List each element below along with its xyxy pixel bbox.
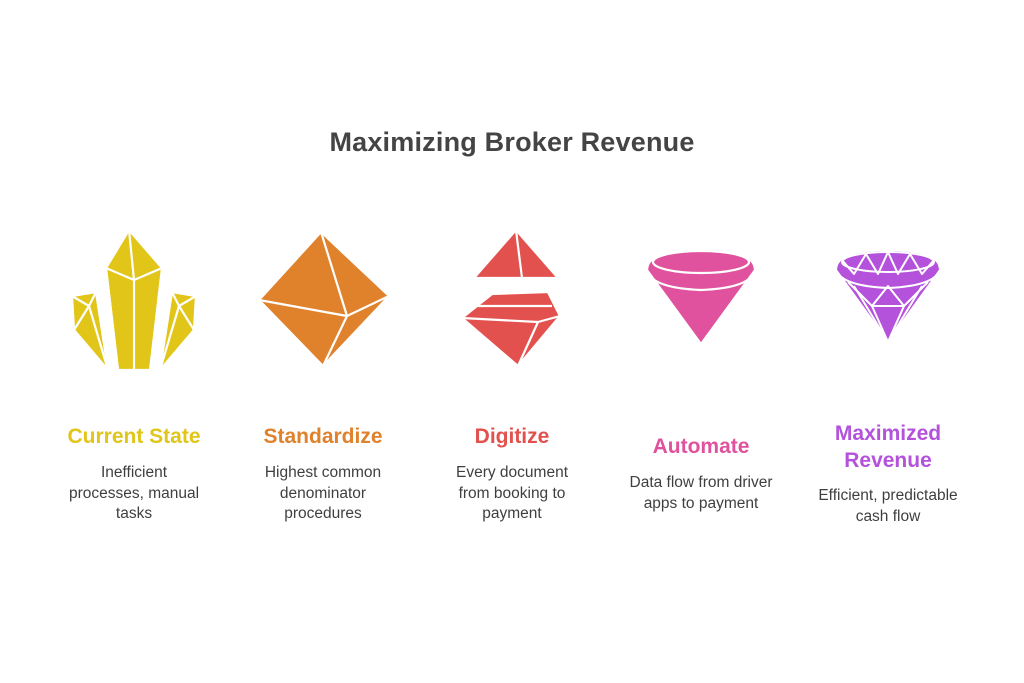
description-line: cash flow xyxy=(855,507,921,525)
stage-maximized-revenue: Maximized Revenue Efficient, predictable… xyxy=(798,220,978,550)
stage-description: Inefficient processes, manual tasks xyxy=(44,463,224,525)
description-line: Every document xyxy=(456,464,568,481)
description-line: Inefficient xyxy=(100,464,168,481)
brilliant-diamond-icon xyxy=(798,220,978,380)
description-line: procedures xyxy=(284,505,362,522)
description-line: apps to payment xyxy=(643,494,759,512)
stage-standardize: Standardize Highest common denominator p… xyxy=(233,220,413,550)
stage-description: Every document from booking to payment xyxy=(422,463,602,525)
stage-description: Data flow from driver apps to payment xyxy=(611,473,791,514)
stage-label: Current State xyxy=(67,425,201,448)
description-line: Efficient, predictable xyxy=(818,487,958,504)
description-line: tasks xyxy=(115,505,153,522)
octahedron-gem-icon xyxy=(233,220,413,380)
description-line: Data flow from driver xyxy=(629,474,773,491)
description-line: payment xyxy=(482,505,542,522)
cut-gem-icon xyxy=(611,220,791,380)
description-line: from booking to xyxy=(458,484,566,502)
stage-digitize: Digitize Every document from booking to … xyxy=(422,220,602,550)
description-line: Highest common xyxy=(264,464,382,481)
split-gem-icon xyxy=(422,220,602,380)
diagram-title: Maximizing Broker Revenue xyxy=(329,127,695,157)
stage-label: Standardize xyxy=(263,425,383,448)
stage-description: Efficient, predictable cash flow xyxy=(798,486,978,527)
description-line: denominator xyxy=(279,484,367,502)
stage-label: Digitize xyxy=(474,425,550,448)
description-line: processes, manual xyxy=(68,484,200,502)
stage-label-line: Maximized xyxy=(834,422,942,445)
stage-current-state: Current State Inefficient processes, man… xyxy=(44,220,224,550)
stage-description: Highest common denominator procedures xyxy=(233,463,413,525)
stage-label: Maximized Revenue xyxy=(798,420,978,474)
stage-label-line: Revenue xyxy=(844,449,932,472)
stage-automate: Automate Data flow from driver apps to p… xyxy=(611,220,791,550)
stage-label: Automate xyxy=(652,435,750,458)
crystal-cluster-icon xyxy=(44,220,224,380)
